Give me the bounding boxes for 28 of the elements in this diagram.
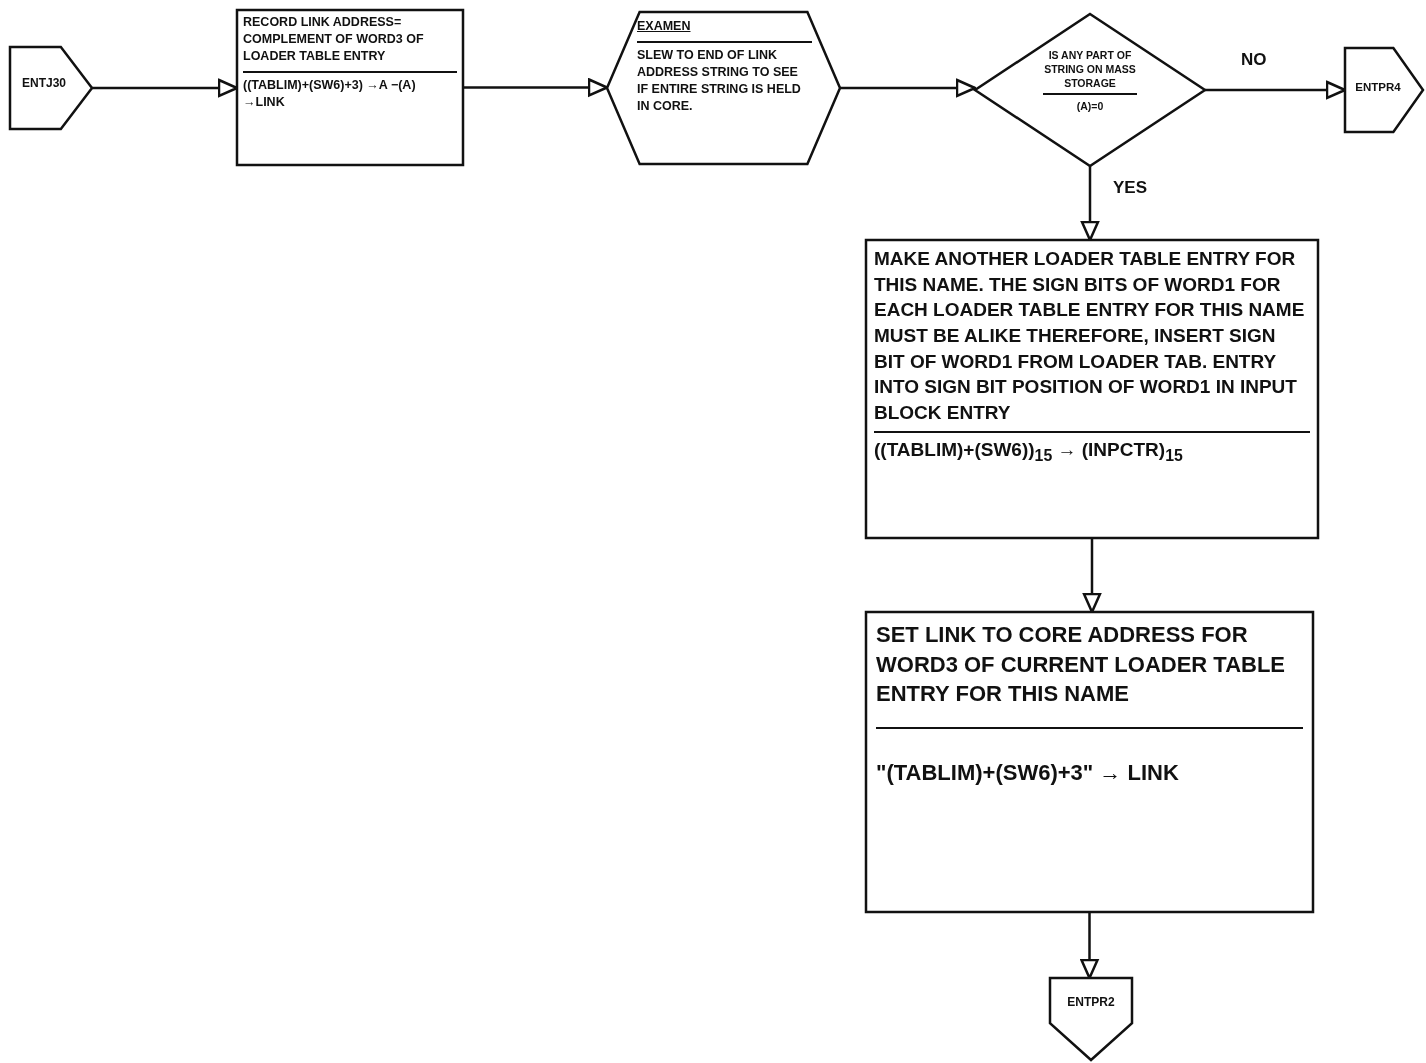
exit-connector bbox=[1345, 48, 1423, 132]
node-text: SET LINK TO CORE ADDRESS FOR WORD3 OF CURRENT LOADER TABLE ENTRY FOR THIS NAME bbox=[876, 621, 1287, 709]
connector-label: ENTPR2 bbox=[1066, 994, 1116, 1011]
formula-text: ((TABLIM)+(SW6)+3) →A −(A) →LINK bbox=[243, 70, 457, 111]
node-text: RECORD LINK ADDRESS= COMPLEMENT OF WORD3 OF LOADER TABLE ENTRY bbox=[243, 14, 425, 65]
entry-connector bbox=[10, 47, 92, 129]
arrow bbox=[463, 78, 609, 97]
connector-label: ENTJ30 bbox=[21, 75, 67, 92]
process-hexagon bbox=[607, 12, 840, 164]
arrow bbox=[1080, 166, 1100, 242]
arrow bbox=[92, 78, 239, 98]
formula-text: SLEW TO END OF LINK ADDRESS STRING TO SEE IF ENTIRE STRING IS HELD IN CORE. bbox=[637, 40, 812, 115]
heading-text: EXAMEN bbox=[637, 18, 692, 35]
arrow bbox=[1082, 538, 1102, 614]
node-text: IS ANY PART OF STRING ON MASS STORAGE bbox=[1043, 48, 1137, 91]
arrow bbox=[840, 78, 977, 98]
formula-text: (A)=0 bbox=[1043, 92, 1137, 113]
arrow bbox=[1205, 80, 1347, 100]
formula-text: "(TABLIM)+(SW6)+3" → LINK bbox=[876, 727, 1303, 800]
formula-text: ((TABLIM)+(SW6))$_{15}$ → (INPCTR)$_{15}$ bbox=[874, 431, 1310, 467]
process-box bbox=[866, 612, 1313, 912]
node-text: MAKE ANOTHER LOADER TABLE ENTRY FOR THIS NAME. THE SIGN BITS OF WORD1 FOR EACH LOADER TABLE ENTRY FOR THIS NAME MUST BE ALIKE THEREFORE, INSERT SIGN BIT OF WORD1 FROM LOADER TAB. ENTRY INTO SIGN BIT POSITION OF WORD1 IN INPUT BLOCK ENTRY bbox=[874, 247, 1306, 425]
exit-connector bbox=[1050, 978, 1132, 1060]
process-box bbox=[237, 10, 463, 165]
decision-diamond bbox=[975, 14, 1205, 166]
arrow bbox=[1080, 912, 1099, 980]
process-box bbox=[866, 240, 1318, 538]
connector-label: ENTPR4 bbox=[1354, 80, 1402, 95]
